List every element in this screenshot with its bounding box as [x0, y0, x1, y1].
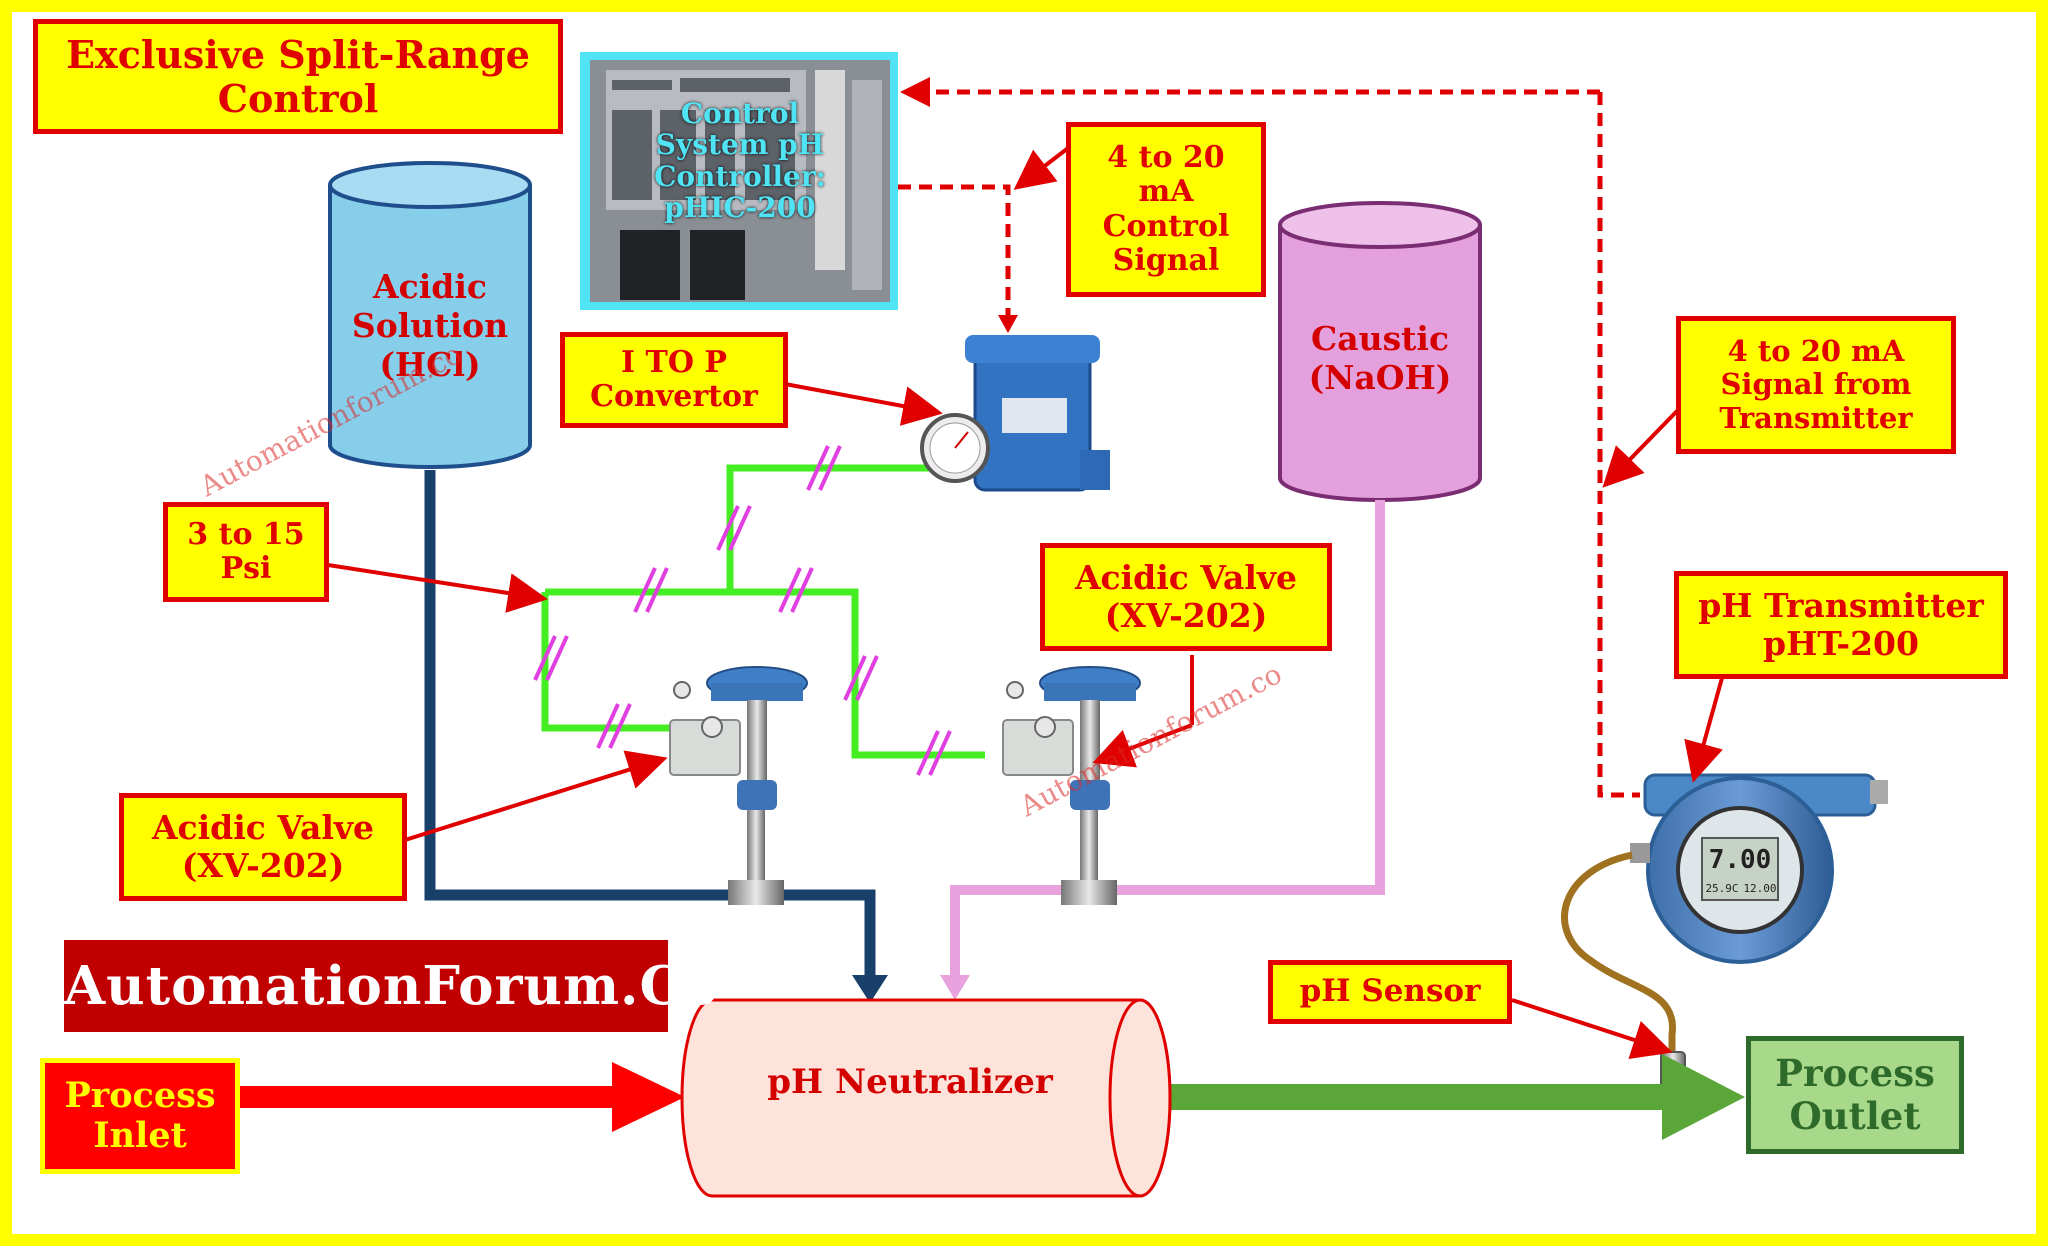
transmitter-display-sub1: 25.9C [1705, 882, 1738, 895]
acidic-valve-right-graphic [1002, 666, 1141, 905]
pneumatic-lines [533, 445, 985, 776]
control-signal-line [898, 77, 1640, 798]
ip-converter [920, 335, 1110, 492]
acidic-valve-left-label: Acidic Valve (XV-202) [119, 793, 407, 901]
ph-transmitter-graphic: 7.00 25.9C 12.00 [1630, 773, 1888, 964]
outlet-arrow [1150, 1054, 1745, 1140]
acid-pipe [424, 470, 888, 1003]
acid-tank [328, 161, 532, 469]
caustic-tank [1278, 201, 1482, 502]
control-signal-label: 4 to 20 mA Control Signal [1066, 122, 1266, 297]
process-inlet-label: Process Inlet [40, 1058, 240, 1174]
brand-logo: AutomationForum.Co [64, 940, 718, 1032]
ph-sensor-label: pH Sensor [1268, 960, 1512, 1024]
inlet-arrow [238, 1062, 685, 1132]
acidic-valve-right-label: Acidic Valve (XV-202) [1040, 543, 1332, 651]
callout-arrows [327, 143, 1724, 1060]
neutralizer-vessel [680, 998, 1172, 1198]
process-outlet-label: Process Outlet [1746, 1036, 1964, 1154]
acid-tank-label: Acidic Solution (HCl) [351, 267, 509, 384]
ip-converter-label: I TO P Convertor [560, 332, 788, 428]
ph-transmitter-label: pH Transmitter pHT-200 [1674, 571, 2008, 679]
neutralizer-label: pH Neutralizer [767, 1062, 1053, 1102]
caustic-pipe [940, 500, 1385, 1000]
transmitter-display-main: 7.00 [1709, 845, 1772, 875]
transmitter-display-sub2: 12.00 [1743, 882, 1776, 895]
caustic-tank-label: Caustic (NaOH) [1308, 319, 1452, 397]
transmitter-signal-label: 4 to 20 mA Signal from Transmitter [1676, 316, 1956, 454]
acidic-valve-left-graphic [669, 666, 808, 905]
pressure-range-label: 3 to 15 Psi [163, 502, 329, 602]
diagram-title: Exclusive Split-Range Control [33, 19, 563, 134]
control-panel [580, 52, 898, 310]
controller-label: Control System pH Controller: pHIC-200 [654, 97, 826, 225]
